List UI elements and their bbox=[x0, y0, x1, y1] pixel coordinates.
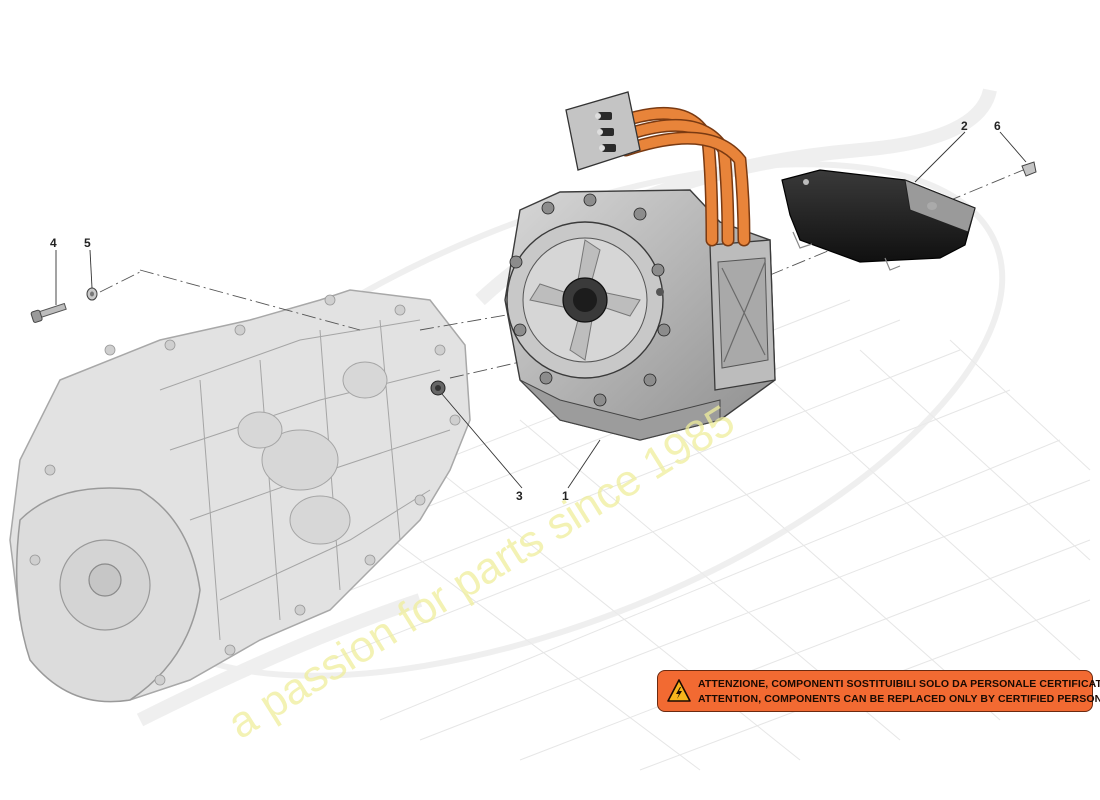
power-cables bbox=[619, 106, 751, 247]
warning-label: ATTENZIONE, COMPONENTI SOSTITUIBILI SOLO… bbox=[657, 670, 1100, 712]
callout-1: 1 bbox=[562, 489, 569, 503]
leader-lines bbox=[55, 131, 1027, 489]
callout-4: 4 bbox=[50, 236, 57, 250]
bolt-part[interactable] bbox=[30, 302, 67, 323]
callout-3: 3 bbox=[516, 489, 523, 503]
terminal-block bbox=[565, 91, 641, 171]
electric-motor[interactable] bbox=[504, 189, 776, 441]
screw-part[interactable] bbox=[1021, 161, 1037, 177]
callout-5: 5 bbox=[84, 236, 91, 250]
washer-part[interactable] bbox=[86, 287, 98, 301]
callout-6: 6 bbox=[994, 119, 1001, 133]
inverter-cover[interactable] bbox=[781, 169, 976, 271]
warning-text-italian: ATTENZIONE, COMPONENTI SOSTITUIBILI SOLO… bbox=[698, 678, 1100, 690]
nut-part[interactable] bbox=[430, 380, 446, 396]
callout-2: 2 bbox=[961, 119, 968, 133]
gearbox-housing bbox=[9, 289, 471, 703]
warning-text-english: ATTENTION, COMPONENTS CAN BE REPLACED ON… bbox=[698, 693, 1100, 705]
high-voltage-icon bbox=[667, 679, 691, 702]
